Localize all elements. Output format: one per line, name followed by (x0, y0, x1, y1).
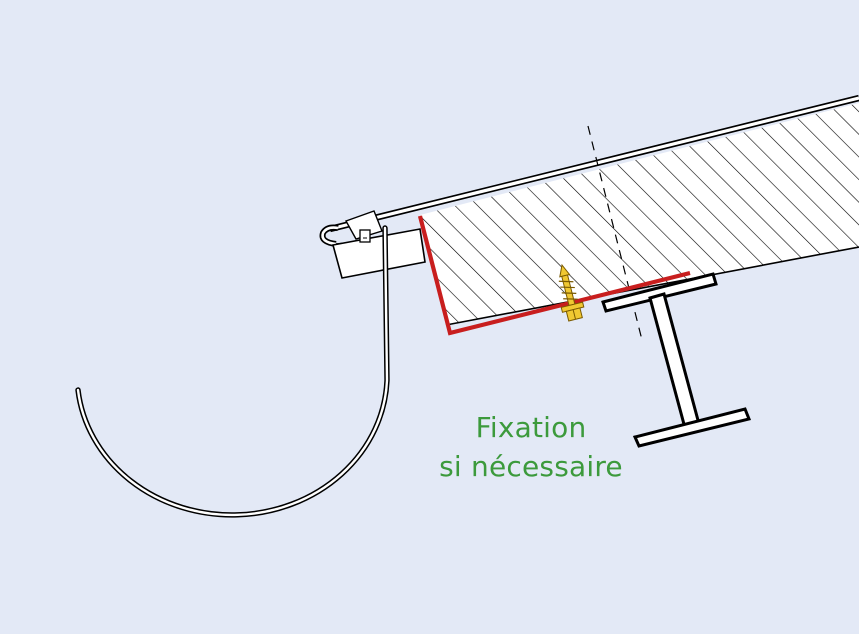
half-round-gutter (75, 225, 390, 518)
caption-line-1: Fixation (475, 411, 587, 444)
roof-panel (420, 103, 859, 326)
roof-top-sheet (319, 94, 859, 247)
self-drilling-screw-icon (558, 263, 585, 322)
fixation-caption: Fixation si nécessaire (400, 408, 662, 486)
eaves-closure-block (331, 228, 426, 279)
red-flashing (417, 215, 691, 336)
i-beam-section (601, 272, 752, 448)
caption-line-2: si nécessaire (439, 450, 623, 483)
gutter-clip-icon (344, 210, 383, 243)
